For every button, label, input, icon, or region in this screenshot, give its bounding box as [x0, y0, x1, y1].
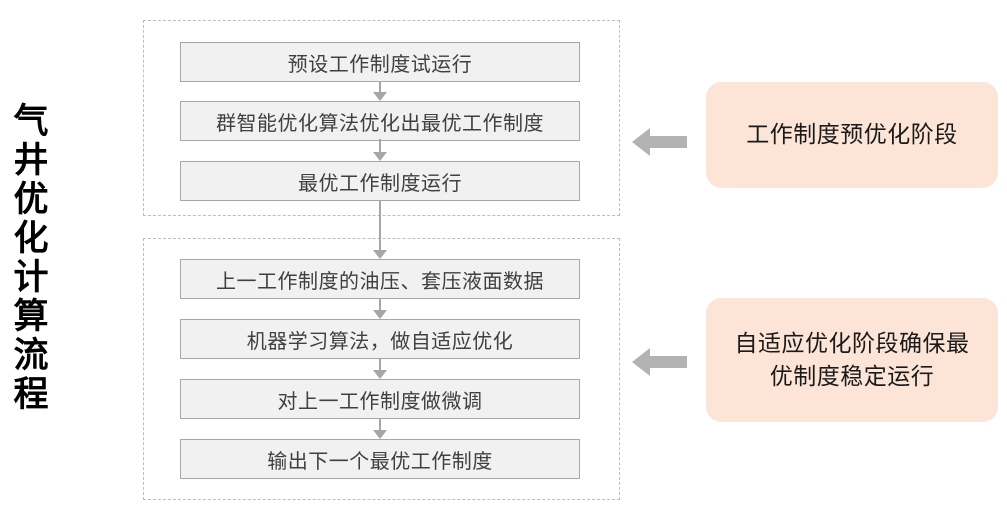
arrow-down-icon: [373, 200, 387, 259]
arrow-left-icon: [632, 128, 687, 156]
page-title-vertical: 气井优化计算流程: [8, 102, 48, 414]
arrow-down-icon: [373, 358, 387, 379]
stage2-step-machine-learning: 机器学习算法，做自适应优化: [180, 319, 580, 359]
stage1-step-preset-trial-run: 预设工作制度试运行: [180, 42, 580, 82]
stage2-step-output-next-regime: 输出下一个最优工作制度: [180, 439, 580, 479]
callout-stage1-label: 工作制度预优化阶段: [706, 82, 998, 188]
arrow-down-icon: [373, 418, 387, 439]
stage2-step-pressure-liquid-data: 上一工作制度的油压、套压液面数据: [180, 259, 580, 299]
callout-stage2-label: 自适应优化阶段确保最优制度稳定运行: [706, 298, 998, 422]
stage2-group-border: [143, 238, 620, 500]
arrow-left-icon: [632, 348, 687, 376]
arrow-down-icon: [373, 299, 387, 319]
stage1-step-swarm-optimization: 群智能优化算法优化出最优工作制度: [180, 101, 580, 141]
arrow-down-icon: [373, 139, 387, 161]
stage1-group-border: [143, 20, 620, 216]
stage2-step-fine-tune-regime: 对上一工作制度做微调: [180, 379, 580, 419]
stage1-step-optimal-regime-run: 最优工作制度运行: [180, 161, 580, 201]
arrow-down-icon: [373, 82, 387, 101]
